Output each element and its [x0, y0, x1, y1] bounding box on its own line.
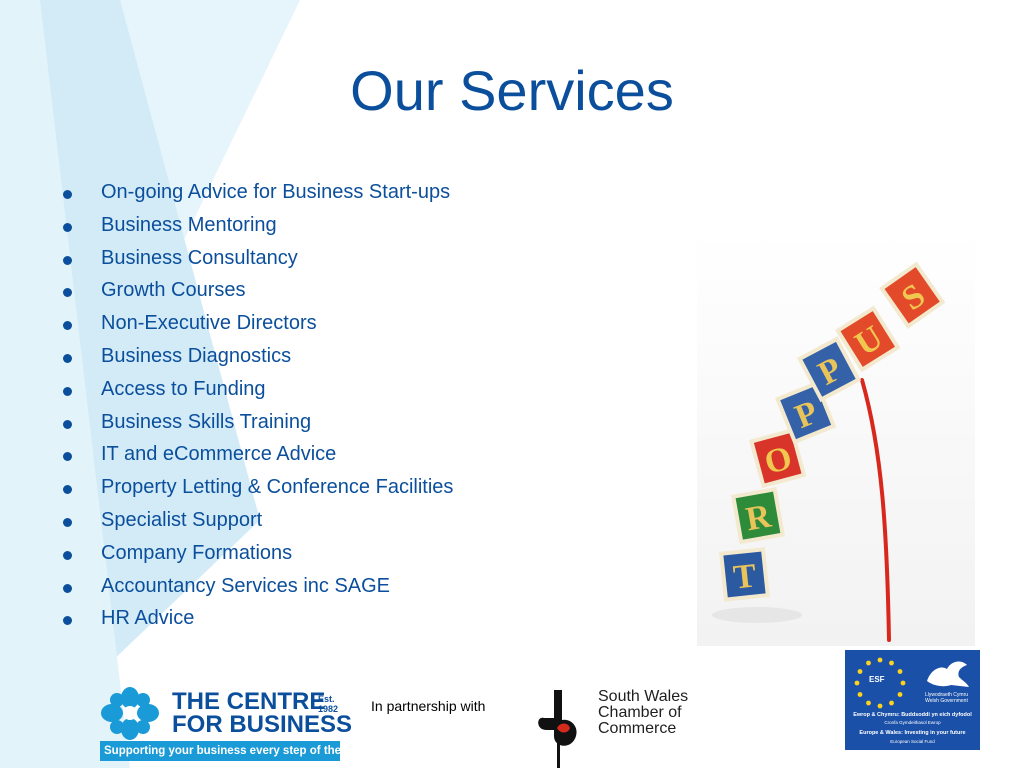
svg-text:T: T: [732, 557, 759, 596]
bullet-icon: [63, 353, 72, 363]
cfb-tagline: Supporting your business every step of t…: [100, 741, 340, 761]
bullet-icon: [63, 452, 72, 462]
block-u: U: [835, 305, 901, 373]
list-item: Company Formations: [58, 537, 453, 570]
list-item: Business Mentoring: [58, 209, 453, 242]
list-item: Property Letting & Conference Facilities: [58, 471, 453, 504]
eu-stars-icon: [854, 657, 906, 709]
swcc-name: South Wales Chamber of Commerce: [598, 688, 689, 737]
partnership-text: In partnership with: [371, 698, 486, 714]
list-item: Specialist Support: [58, 504, 453, 537]
block-r: R: [731, 487, 785, 545]
list-item: IT and eCommerce Advice: [58, 438, 453, 471]
bullet-icon: [63, 190, 72, 199]
bullet-icon: [63, 517, 72, 527]
welsh-government-text: Llywodraeth Cymru Welsh Government: [924, 692, 969, 704]
block-o: O: [749, 428, 807, 489]
bullet-icon: [63, 255, 72, 265]
list-item: Non-Executive Directors: [58, 307, 453, 340]
esf-label: ESF: [869, 675, 885, 684]
block-s: S: [879, 261, 946, 329]
block-p-upper: P: [797, 336, 862, 403]
list-item: Growth Courses: [58, 274, 453, 307]
bullet-icon: [63, 616, 72, 626]
list-item: Business Consultancy: [58, 242, 453, 275]
list-item: Accountancy Services inc SAGE: [58, 570, 453, 603]
bullet-icon: [63, 222, 72, 232]
bullet-icon: [63, 386, 72, 396]
list-item: Access to Funding: [58, 373, 453, 406]
swcc-logo-icon: [538, 690, 577, 768]
bullet-icon: [63, 583, 72, 593]
bullet-icon: [63, 321, 72, 331]
list-item: HR Advice: [58, 602, 453, 635]
list-item: Business Diagnostics: [58, 340, 453, 373]
block-t: T: [719, 547, 770, 602]
bullet-icon: [63, 288, 72, 298]
esf-logo-panel: ESF Llywodraeth Cymru Welsh Government E…: [845, 650, 980, 750]
cfb-flower-logo-icon: [101, 687, 159, 740]
support-blocks-image: T R O P P U S: [697, 230, 975, 646]
page-title: Our Services: [350, 59, 674, 122]
cfb-name: THE CENTRE FOR BUSINESS: [172, 688, 353, 738]
bullet-icon: [63, 550, 72, 560]
list-item: Business Skills Training: [58, 406, 453, 439]
list-item: On-going Advice for Business Start-ups: [58, 176, 453, 209]
bullet-icon: [63, 485, 72, 495]
cfb-est: Est. 1982: [318, 694, 339, 714]
bullet-icon: [63, 419, 72, 429]
services-list: On-going Advice for Business Start-ups B…: [58, 176, 453, 635]
welsh-dragon-icon: [927, 661, 969, 687]
